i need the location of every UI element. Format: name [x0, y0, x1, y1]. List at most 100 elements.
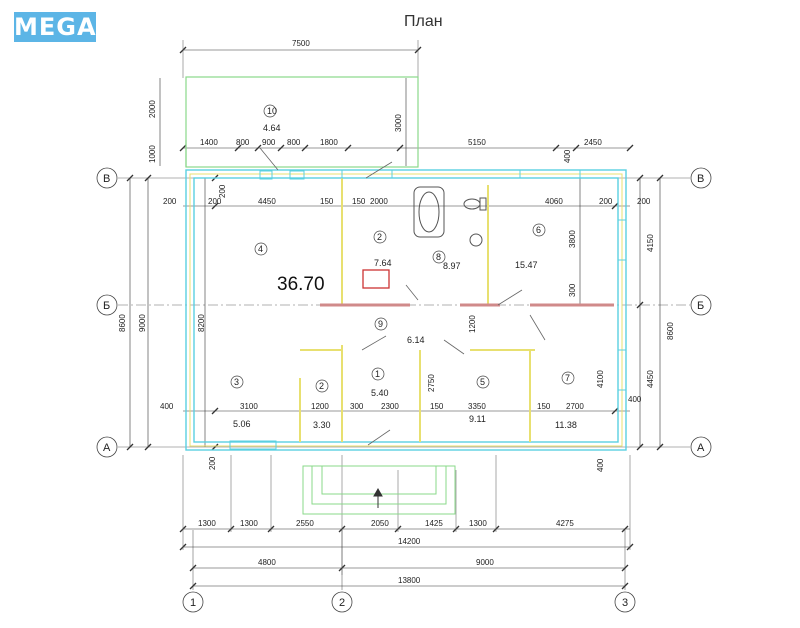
dim-r150a: 150	[320, 197, 334, 206]
dim-t400: 400	[563, 149, 572, 163]
room-3-number: 3	[234, 377, 239, 387]
dim-s2550: 2550	[296, 519, 314, 528]
dim-v8600: 8600	[118, 314, 127, 332]
dim-v8200: 8200	[197, 314, 206, 332]
axis-label-2: 2	[339, 597, 345, 609]
bathtub-icon	[413, 186, 445, 238]
dim-t5150: 5150	[468, 138, 486, 147]
room-5-area: 9.11	[469, 414, 486, 424]
room-10-number: 10	[267, 106, 277, 116]
dim-v200: 200	[218, 184, 227, 198]
dim-v400b: 400	[596, 458, 605, 472]
outer-walls	[185, 169, 627, 451]
room-labels: 10 4.64 4 2 7.64 8 8.97 6 15.47 9 6.14 3…	[230, 104, 577, 430]
dim-b2300: 2300	[381, 402, 399, 411]
room-1-number: 1	[375, 369, 380, 379]
canopy-outline	[185, 76, 419, 168]
dim-v1200: 1200	[468, 315, 477, 333]
room-4-number: 4	[258, 244, 263, 254]
dim-t2450: 2450	[584, 138, 602, 147]
inner-walls	[299, 178, 535, 442]
dim-r200b: 200	[208, 197, 222, 206]
dim-b400: 400	[160, 402, 174, 411]
room-3-area: 5.06	[233, 419, 251, 429]
total-area-label: 36.70	[277, 274, 325, 295]
axis-label-1: 1	[190, 597, 196, 609]
dim-mid-3000: 3000	[394, 114, 403, 132]
dim-v9000: 9000	[138, 314, 147, 332]
dim-s4275: 4275	[556, 519, 574, 528]
axis-label-3: 3	[622, 597, 628, 609]
dim-t1800: 1800	[320, 138, 338, 147]
dim-r4450: 4450	[258, 197, 276, 206]
dim-v4150: 4150	[646, 234, 655, 252]
room-2-bath-area: 7.64	[374, 258, 392, 268]
room-7-number: 7	[565, 373, 570, 383]
dim-b400r: 400	[628, 395, 642, 404]
dim-left-1000: 1000	[148, 145, 157, 163]
dim-b150b: 150	[537, 402, 551, 411]
dim-v3800: 3800	[568, 230, 577, 248]
dim-v8600r: 8600	[666, 322, 675, 340]
dimension-texts: 7500 2000 3000 1000 1400 800 900 800 180…	[118, 39, 675, 585]
axis-label-v-left: В	[103, 173, 110, 185]
dim-r200a: 200	[163, 197, 177, 206]
dim-b300: 300	[350, 402, 364, 411]
room-6-area: 15.47	[515, 260, 538, 270]
entrance-steps	[302, 465, 456, 515]
dim-r150b: 150	[352, 197, 366, 206]
sink-icon	[469, 233, 483, 247]
room-6-number: 6	[536, 225, 541, 235]
dim-top-7500: 7500	[292, 39, 310, 48]
toilet-icon	[463, 197, 487, 211]
dim-total-14200: 14200	[398, 537, 421, 546]
dim-s1300c: 1300	[469, 519, 487, 528]
extension-lines	[182, 40, 631, 575]
dim-left-2000: 2000	[148, 100, 157, 118]
room-8-number: 8	[436, 252, 441, 262]
dim-b1200: 1200	[311, 402, 329, 411]
dim-s2050: 2050	[371, 519, 389, 528]
dim-t900: 900	[262, 138, 276, 147]
dimension-lines	[129, 49, 661, 587]
plan-title: План	[404, 13, 443, 30]
dim-b3350: 3350	[468, 402, 486, 411]
dim-b2700: 2700	[566, 402, 584, 411]
dim-v200b: 200	[208, 456, 217, 470]
room-8-area: 8.97	[443, 261, 461, 271]
dim-s4800: 4800	[258, 558, 276, 567]
dim-v2750: 2750	[427, 374, 436, 392]
dim-s1425: 1425	[425, 519, 443, 528]
axis-bubbles	[96, 167, 712, 613]
dim-v300: 300	[568, 283, 577, 297]
room-5-number: 5	[480, 377, 485, 387]
room-2-small-number: 2	[319, 381, 324, 391]
mega-logo: MEGA	[14, 12, 97, 42]
room-1-area: 5.40	[371, 388, 389, 398]
dim-s1300b: 1300	[240, 519, 258, 528]
dim-s1300a: 1300	[198, 519, 216, 528]
windows	[229, 169, 627, 450]
highlight-marker	[362, 269, 390, 289]
axis-label-a-right: А	[697, 442, 705, 454]
dim-t800b: 800	[287, 138, 301, 147]
axis-label-v-right: В	[697, 173, 704, 185]
room-7-area: 11.38	[555, 420, 577, 430]
room-10-area: 4.64	[263, 123, 281, 133]
axis-label-a-left: А	[103, 442, 111, 454]
door-swings	[259, 147, 546, 446]
dim-r200c: 200	[599, 197, 613, 206]
axis-label-b-left: Б	[103, 300, 110, 312]
dim-t800a: 800	[236, 138, 250, 147]
room-2-bath-number: 2	[377, 232, 382, 242]
dim-t1400: 1400	[200, 138, 218, 147]
dim-total-13800: 13800	[398, 576, 421, 585]
room-9-area: 6.14	[407, 335, 425, 345]
room-9-number: 9	[378, 319, 383, 329]
axis-label-b-right: Б	[697, 300, 704, 312]
dim-s9000: 9000	[476, 558, 494, 567]
room-2-small-area: 3.30	[313, 420, 331, 430]
dim-r4060: 4060	[545, 197, 563, 206]
dim-v4100: 4100	[596, 370, 605, 388]
